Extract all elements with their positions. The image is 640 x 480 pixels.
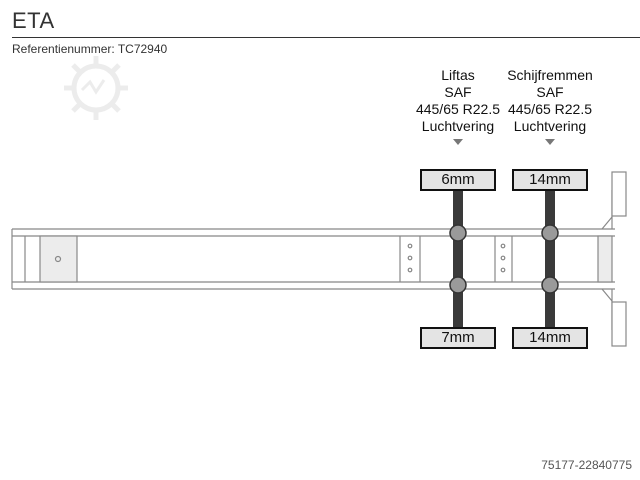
axle-2-tyre-size: 445/65 R22.5: [507, 101, 593, 117]
gear-watermark-icon: [64, 56, 128, 120]
axle-1-tread-right: 7mm: [441, 329, 475, 346]
triangle-down-icon: [545, 139, 555, 145]
axle-2-type: Schijfremmen: [507, 67, 593, 83]
axle-2: [512, 139, 588, 349]
trailer-chassis: [11, 171, 627, 347]
hub-right: [449, 276, 467, 294]
axle-1-spec: Liftas SAF 445/65 R22.5 Luchtvering: [403, 67, 513, 135]
axle-2-tread-left: 14mm: [529, 171, 571, 188]
tyre-left: [420, 169, 496, 191]
axle-1: [420, 139, 496, 349]
tyre-left: [512, 169, 588, 191]
tyre-right: [512, 327, 588, 349]
axle-1-suspension: Luchtvering: [421, 118, 495, 134]
hub-left: [541, 224, 559, 242]
hub-left: [449, 224, 467, 242]
axle-1-tyre-size: 445/65 R22.5: [415, 101, 501, 117]
axle-1-type: Liftas: [441, 67, 475, 83]
axle-2-tread-right: 14mm: [529, 329, 571, 346]
tyre-right: [420, 327, 496, 349]
axle-1-brand: SAF: [444, 84, 472, 100]
header-divider: [12, 37, 640, 38]
triangle-down-icon: [453, 139, 463, 145]
footer-code: 75177-22840775: [541, 458, 632, 472]
page-title: ETA: [12, 8, 55, 33]
axle-2-suspension: Luchtvering: [513, 118, 587, 134]
axle-2-brand: SAF: [536, 84, 564, 100]
reference-number: Referentienummer: TC72940: [12, 42, 168, 56]
axle-1-tread-left: 6mm: [441, 171, 475, 188]
axle-2-spec: Schijfremmen SAF 445/65 R22.5 Luchtverin…: [495, 67, 605, 135]
hub-right: [541, 276, 559, 294]
